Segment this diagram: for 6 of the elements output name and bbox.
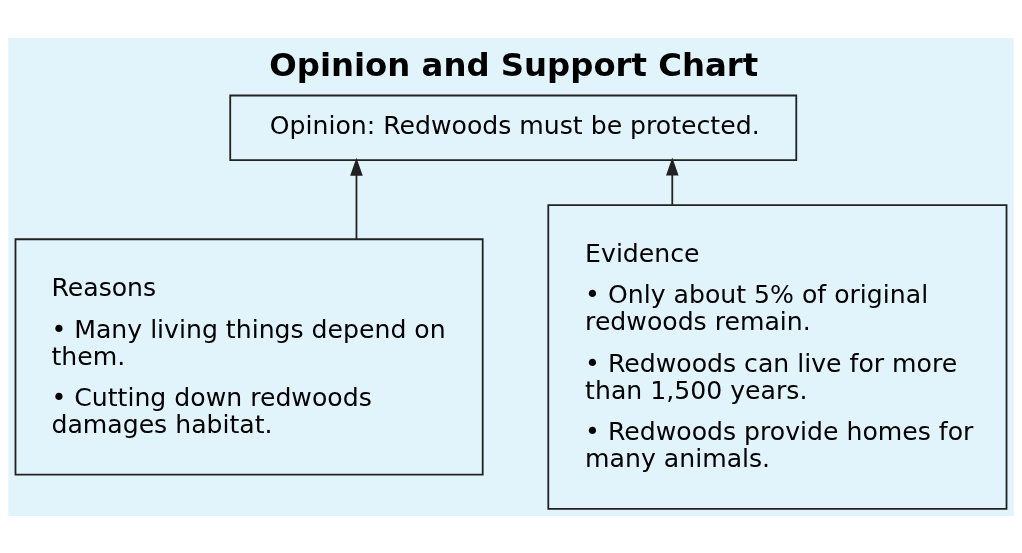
node-box: Opinion: Redwoods must be protected. xyxy=(229,94,798,161)
arrow xyxy=(350,157,363,240)
arrow xyxy=(666,157,679,206)
node-box: Evidence • Only about 5% of original redwoods remain. • Redwoods can live for more than 1,500 years. • Redwoods provide homes for many animals. xyxy=(547,203,1008,510)
diagram-title: Opinion and Support Chart xyxy=(269,45,759,84)
node-box: Reasons • Many living things depend on them. • Cutting down redwoods damages habitat. xyxy=(14,237,484,476)
